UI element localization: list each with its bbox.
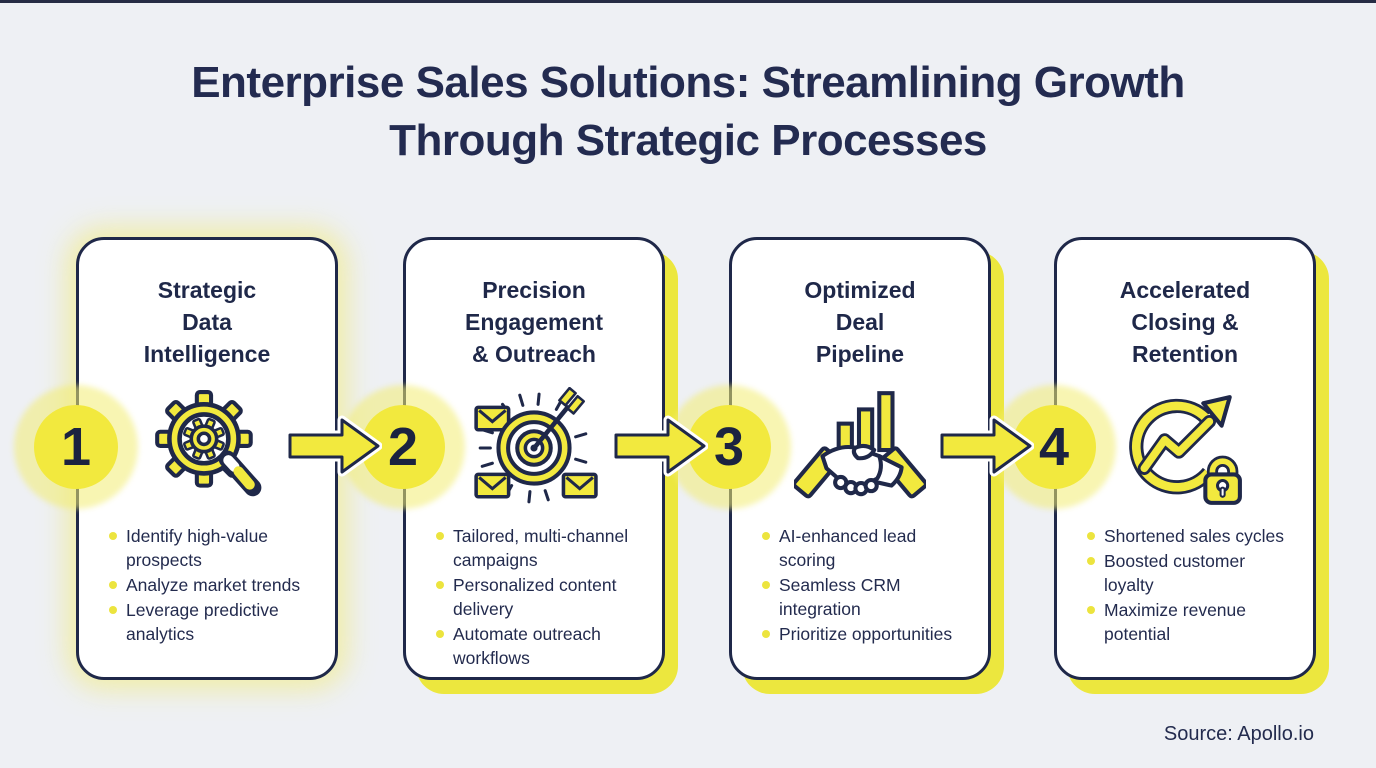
bullet-item: Identify high-value prospects: [107, 524, 307, 572]
bullet-dot-icon: [109, 581, 117, 589]
card-title-line: Retention: [1131, 341, 1239, 367]
icon-box: [103, 382, 311, 514]
bullet-text: Seamless CRM integration: [779, 575, 901, 619]
icon-box: [430, 382, 638, 514]
step-number-text: 1: [60, 417, 92, 477]
bullet-item: Leverage predictive analytics: [107, 598, 307, 646]
card-title: Optimized Deal Pipeline: [756, 274, 964, 370]
page-title-line1: Enterprise Sales Solutions: Streamlining…: [191, 58, 1185, 107]
bullet-text: Tailored, multi-channel campaigns: [453, 526, 629, 570]
flow-arrow-icon: [286, 415, 382, 477]
step-number-text: 2: [387, 417, 419, 477]
card-title-line: Deal: [835, 309, 885, 335]
bullet-item: Seamless CRM integration: [760, 573, 960, 621]
card-title: Strategic Data Intelligence: [103, 274, 311, 370]
card-title-line: Strategic: [157, 277, 257, 303]
icon-box: [1081, 382, 1289, 514]
bullet-dot-icon: [436, 581, 444, 589]
card-title: Accelerated Closing & Retention: [1081, 274, 1289, 370]
card-title-line: Engagement: [464, 309, 604, 335]
step-number-1: 1: [34, 405, 118, 489]
bullet-dot-icon: [762, 532, 770, 540]
bullet-list: Shortened sales cycles Boosted customer …: [1085, 524, 1285, 646]
bullet-list: Tailored, multi-channel campaigns Person…: [434, 524, 634, 670]
bullet-item: Boosted customer loyalty: [1085, 549, 1285, 597]
gear-magnifier-icon: [155, 390, 262, 497]
bullet-item: Shortened sales cycles: [1085, 524, 1285, 548]
flow-arrow-icon: [612, 415, 708, 477]
bullet-text: Leverage predictive analytics: [126, 600, 279, 644]
bullet-list: AI-enhanced lead scoring Seamless CRM in…: [760, 524, 960, 646]
growth-lock-icon: [1129, 395, 1242, 505]
card-title-line: Intelligence: [143, 341, 271, 367]
bullet-item: Automate outreach workflows: [434, 622, 634, 670]
bullet-dot-icon: [436, 532, 444, 540]
card-title-line: Accelerated: [1119, 277, 1251, 303]
bullet-list: Identify high-value prospects Analyze ma…: [107, 524, 307, 646]
bullet-text: Automate outreach workflows: [453, 624, 601, 668]
card-title-line: & Outreach: [472, 341, 596, 367]
handshake-chart-icon: [794, 391, 926, 499]
bullet-item: Tailored, multi-channel campaigns: [434, 524, 634, 572]
card-title-line: Precision: [482, 277, 586, 303]
page-title-line2: Through Strategic Processes: [389, 116, 987, 165]
bullet-dot-icon: [1087, 557, 1095, 565]
bullet-dot-icon: [762, 630, 770, 638]
bullet-dot-icon: [1087, 532, 1095, 540]
bullet-text: Shortened sales cycles: [1104, 526, 1284, 546]
target-campaign-icon: [474, 387, 598, 504]
icon-box: [756, 382, 964, 514]
card-title: Precision Engagement & Outreach: [430, 274, 638, 370]
bullet-text: Maximize revenue potential: [1104, 600, 1246, 644]
bullet-item: AI-enhanced lead scoring: [760, 524, 960, 572]
bullet-dot-icon: [762, 581, 770, 589]
flow-arrow-icon: [938, 415, 1034, 477]
bullet-dot-icon: [109, 532, 117, 540]
source-attribution: Source: Apollo.io: [1163, 723, 1314, 745]
bullet-item: Analyze market trends: [107, 573, 307, 597]
bullet-dot-icon: [1087, 606, 1095, 614]
top-border-strip: [0, 0, 1376, 3]
bullet-dot-icon: [436, 630, 444, 638]
step-number-text: 3: [713, 417, 745, 477]
card-title-line: Data: [182, 309, 232, 335]
card-title-line: Closing &: [1131, 309, 1239, 335]
bullet-text: Personalized content delivery: [453, 575, 617, 619]
bullet-item: Personalized content delivery: [434, 573, 634, 621]
card-title-line: Optimized: [804, 277, 916, 303]
card-title-line: Pipeline: [815, 341, 905, 367]
bullet-text: Analyze market trends: [126, 575, 301, 595]
bullet-text: AI-enhanced lead scoring: [779, 526, 917, 570]
step-number-text: 4: [1038, 417, 1070, 477]
bullet-text: Identify high-value prospects: [126, 526, 269, 570]
page-title: Enterprise Sales Solutions: Streamlining…: [0, 54, 1376, 170]
bullet-dot-icon: [109, 606, 117, 614]
bullet-text: Boosted customer loyalty: [1104, 551, 1246, 595]
bullet-text: Prioritize opportunities: [779, 624, 953, 644]
bullet-item: Prioritize opportunities: [760, 622, 960, 646]
bullet-item: Maximize revenue potential: [1085, 598, 1285, 646]
